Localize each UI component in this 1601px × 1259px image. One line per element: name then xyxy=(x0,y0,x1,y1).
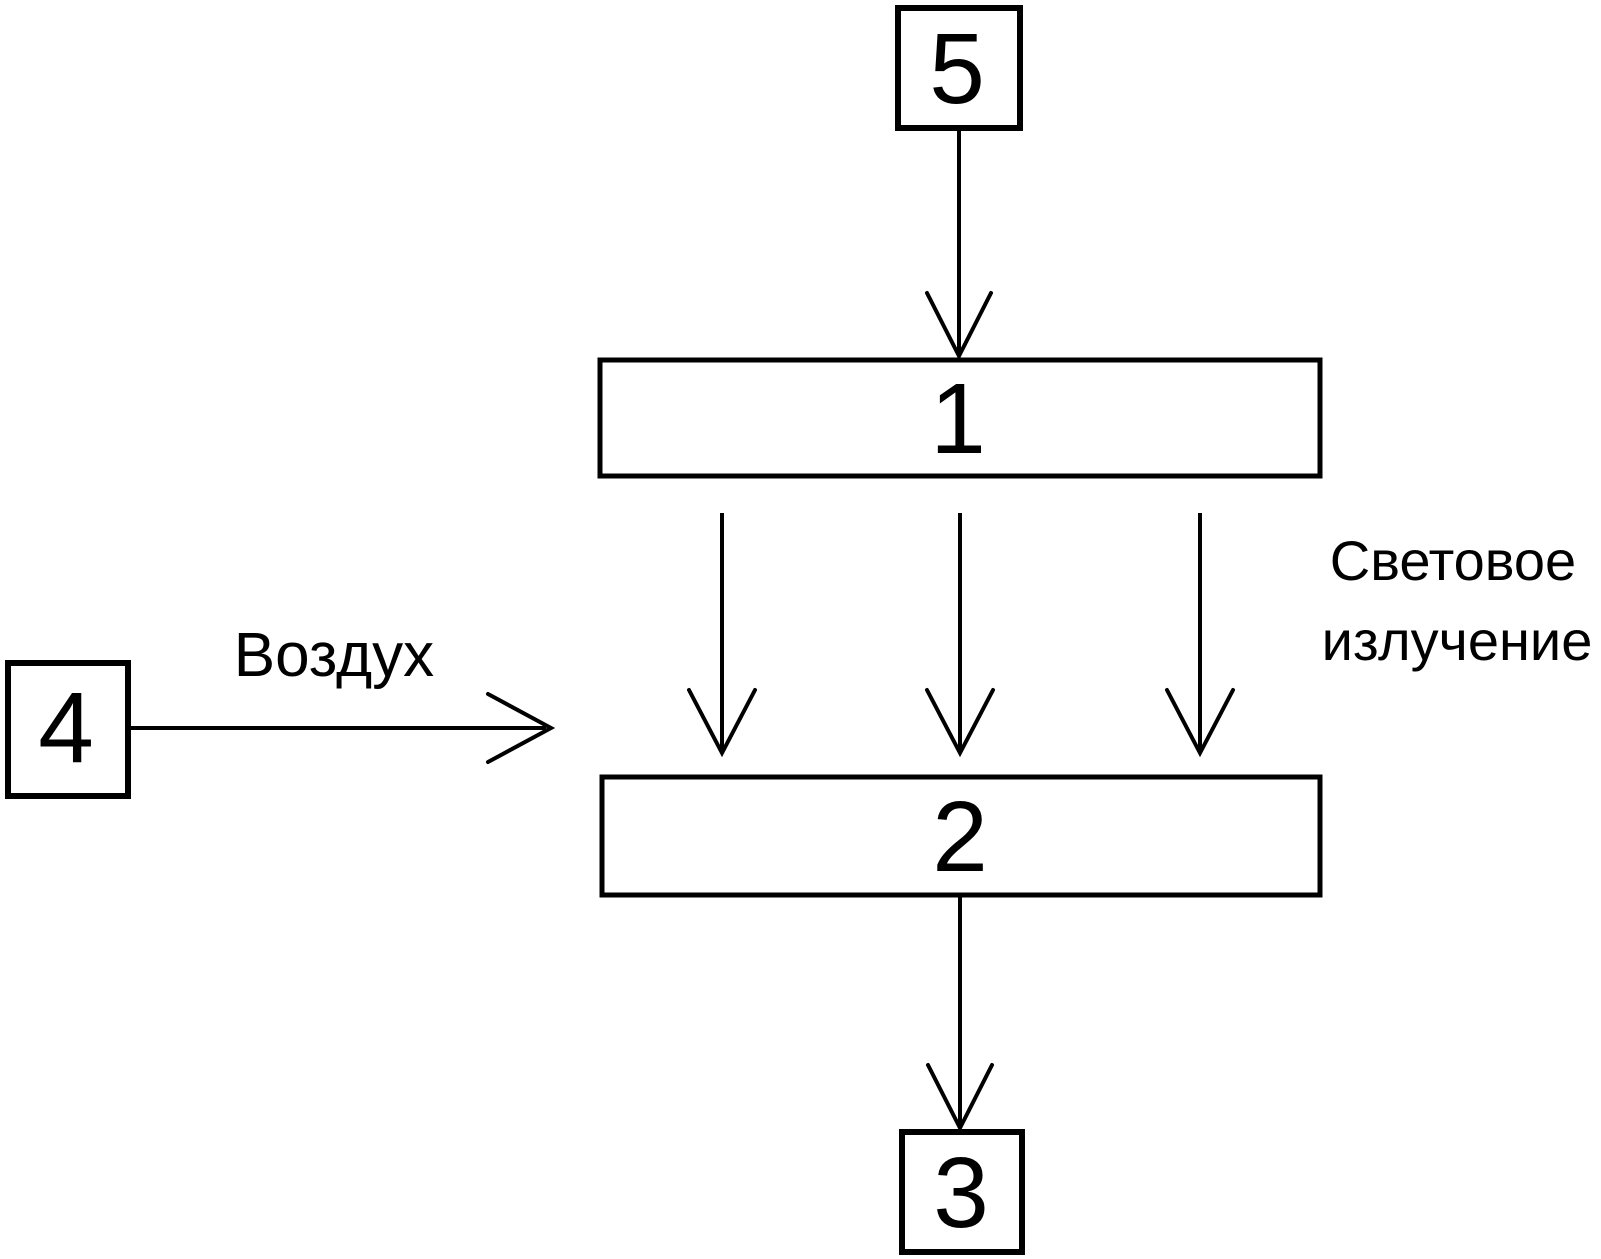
light-arrow-left-head-icon xyxy=(687,688,757,758)
box-2-rect xyxy=(599,774,1323,898)
box-3-label: 3 xyxy=(933,1137,989,1249)
node-box-3: 3 xyxy=(899,1129,1025,1255)
light-radiation-label-line1: Световое xyxy=(1330,529,1576,592)
node-box-4: 4 xyxy=(5,660,131,799)
arrow-2-to-3-head-icon xyxy=(926,1063,994,1133)
light-arrow-right xyxy=(1165,513,1235,758)
light-radiation-label-line2: излучение xyxy=(1322,609,1593,672)
box-1-rect xyxy=(597,357,1323,479)
arrow-2-to-3 xyxy=(926,895,994,1133)
arrow-5-to-1 xyxy=(925,128,993,361)
box-3-rect xyxy=(899,1129,1025,1255)
box-1-label: 1 xyxy=(930,363,986,475)
light-radiation-label: Световое излучение xyxy=(1322,529,1593,672)
light-arrow-left xyxy=(687,513,757,758)
light-arrow-right-head-icon xyxy=(1165,688,1235,758)
arrow-5-to-1-head-icon xyxy=(925,291,993,361)
air-arrow-label: Воздух xyxy=(234,621,434,690)
box-4-label: 4 xyxy=(38,672,94,784)
box-2-label: 2 xyxy=(932,781,988,893)
node-box-1: 1 xyxy=(597,357,1323,479)
node-box-2: 2 xyxy=(599,774,1323,898)
air-arrow-head-icon xyxy=(486,692,556,764)
node-box-5: 5 xyxy=(895,5,1023,131)
light-arrow-middle-head-icon xyxy=(925,688,995,758)
box-5-label: 5 xyxy=(929,13,985,125)
light-arrow-middle xyxy=(925,513,995,758)
air-arrow-4: Воздух xyxy=(128,621,556,764)
light-arrows-1-to-2 xyxy=(687,513,1235,758)
